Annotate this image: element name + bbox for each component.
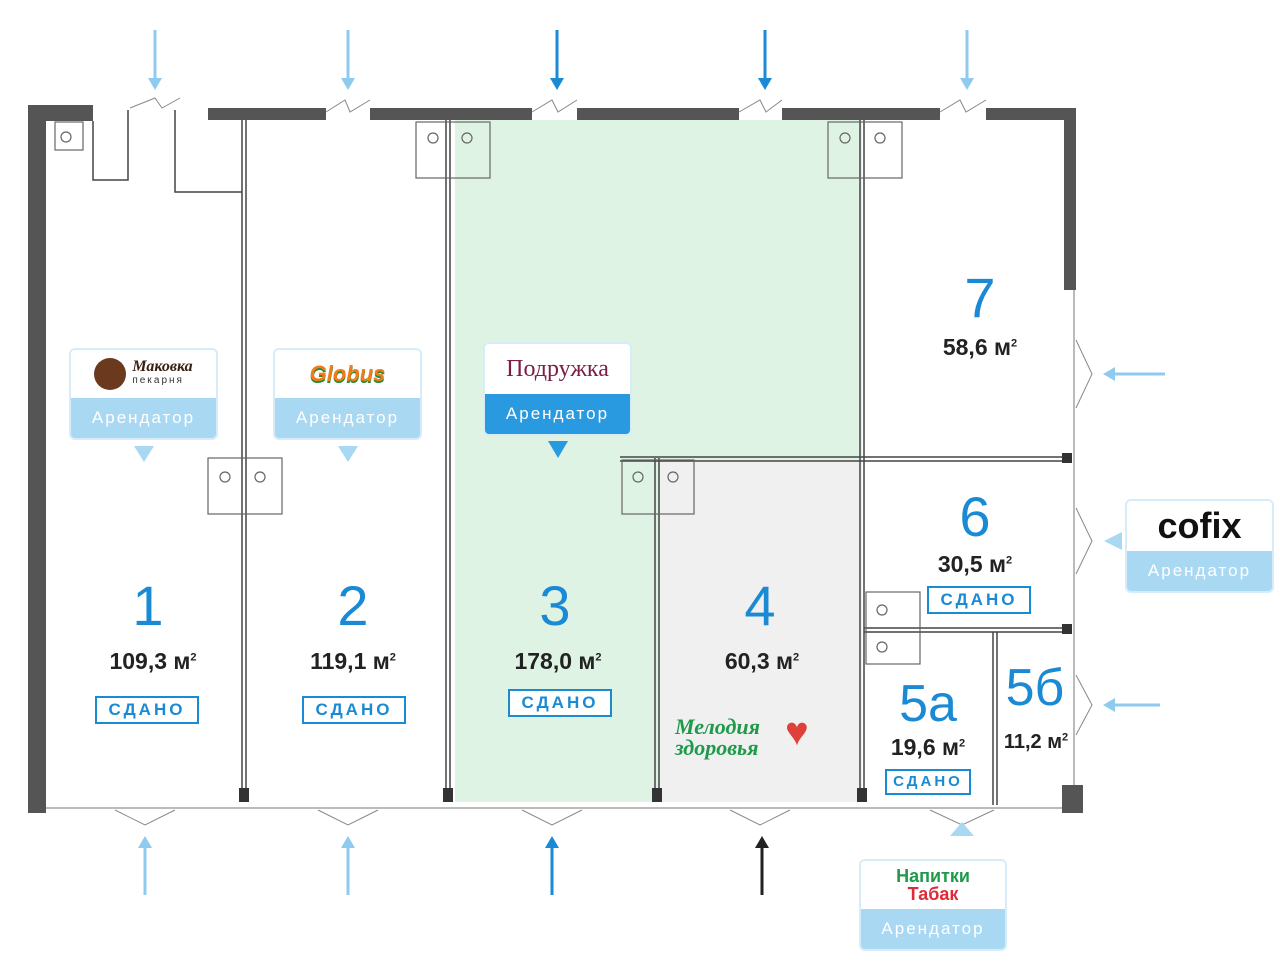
room-5b-area: 11,2 м2	[1003, 731, 1069, 753]
room-4-area: 60,3 м2	[724, 648, 800, 674]
room-5b-number: 5б	[1005, 659, 1065, 717]
tenant-card-makovka[interactable]: Маковка пекарня Арендатор	[71, 350, 216, 438]
podruzhka-logo: Подружка	[485, 344, 630, 394]
globus-logo: Globus	[275, 350, 420, 398]
room-7-area: 58,6 м2	[942, 334, 1018, 360]
tenant-role: Арендатор	[71, 398, 216, 438]
drinks-tobacco-logo: Напитки Табак	[861, 861, 1005, 909]
makovka-logo: Маковка пекарня	[71, 350, 216, 398]
room-5a-number: 5а	[899, 675, 957, 733]
tenant-role: Арендатор	[861, 909, 1005, 949]
room-4-fill	[660, 460, 862, 802]
outer-walls	[28, 105, 1083, 813]
room-6-status: СДАНО	[927, 586, 1031, 614]
tenant-name-line2: Табак	[907, 884, 959, 904]
room-4-tenant-logo: Мелодия здоровья	[675, 714, 760, 760]
room-3-status: СДАНО	[508, 689, 612, 717]
tenant-role: Арендатор	[1127, 551, 1272, 591]
tenant-name: cofix	[1157, 505, 1242, 546]
card-pointers	[134, 441, 568, 462]
room-2-status: СДАНО	[302, 696, 406, 724]
room-5a-status: СДАНО	[885, 769, 971, 795]
heart-icon: ♥	[785, 710, 809, 754]
tenant-name: Globus	[309, 361, 386, 386]
room-3-area: 178,0 м2	[514, 648, 602, 674]
room-3-number: 3	[539, 574, 571, 637]
cofix-logo: cofix	[1127, 501, 1272, 551]
column-posts	[239, 453, 1072, 802]
tenant-line2: здоровья	[675, 735, 759, 760]
tenant-card-cofix[interactable]: cofix Арендатор	[1127, 501, 1272, 591]
tenant-card-drinks-tobacco[interactable]: Напитки Табак Арендатор	[861, 861, 1005, 949]
room-5a-area: 19,6 м2	[890, 734, 966, 760]
room-2-number: 2	[337, 574, 369, 637]
tenant-role: Арендатор	[275, 398, 420, 438]
room-1-status: СДАНО	[95, 696, 199, 724]
room-4-number: 4	[744, 574, 776, 637]
tenant-name: Подружка	[506, 355, 609, 382]
room-2-area: 119,1 м2	[310, 648, 396, 674]
tenant-role: Арендатор	[485, 394, 630, 434]
room-6-area: 30,5 м2	[937, 551, 1013, 577]
tenant-name-line1: Напитки	[896, 866, 970, 886]
tenant-card-podruzhka[interactable]: Подружка Арендатор	[485, 344, 630, 434]
glass-walls	[46, 290, 1075, 809]
toilets	[54, 121, 921, 665]
room-1-number: 1	[132, 574, 164, 637]
tenant-line1: Мелодия	[675, 714, 760, 739]
entrance-arrows	[138, 30, 1165, 895]
tenant-name: Маковка	[132, 358, 193, 375]
tenant-card-globus[interactable]: Globus Арендатор	[275, 350, 420, 438]
room-6-number: 6	[959, 485, 991, 548]
room-1-area: 109,3 м2	[109, 648, 197, 674]
room-7-number: 7	[964, 266, 996, 329]
tenant-subtitle: пекарня	[132, 375, 184, 386]
makovka-emblem-icon	[94, 358, 127, 390]
